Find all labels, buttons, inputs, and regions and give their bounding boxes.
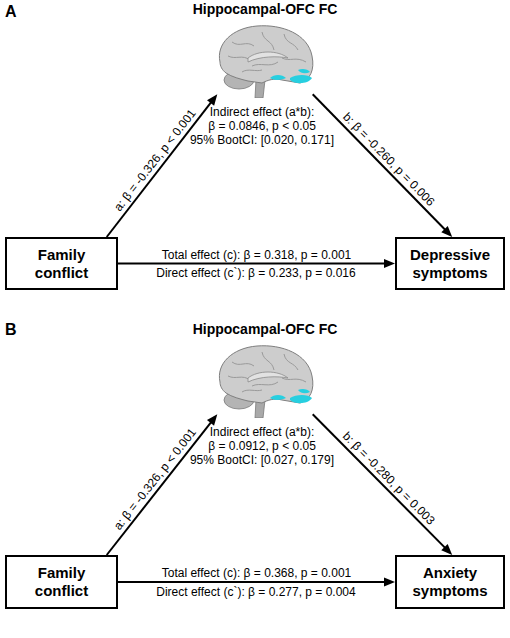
brain-region-node: Hippocampal-OFC FC [212,342,318,418]
brain-region-node: Hippocampal-OFC FC [212,22,318,98]
region-title: Hippocampal-OFC FC [152,1,378,17]
path-coefficient: a: β = -0.326, p < 0.001 [111,106,199,213]
statistic-text: 95% BootCI: [0.020, 0.171] [190,133,334,147]
path-coefficient: b: β = -0.280, p = 0.003 [340,429,438,528]
statistic-text: Direct effect (c`): β = 0.233, p = 0.016 [156,266,355,280]
arrow-line [118,263,386,265]
arrow-head [441,226,452,237]
region-title: Hippocampal-OFC FC [152,321,378,337]
arrow-line [107,101,212,237]
arrow-head [441,544,452,555]
path-coefficient: Total effect (c): β = 0.318, p = 0.001 [162,248,351,262]
path-coefficient: Total effect (c): β = 0.368, p = 0.001 [162,566,351,580]
arrow-line [313,414,446,548]
path-arrow [313,94,453,237]
panel-letter: A [5,3,17,21]
variable-name: Anxiety symptoms [409,564,491,600]
variable-name: Family conflict [19,564,104,600]
variable-box: Family conflict [5,237,118,290]
variable-box: Depressive symptoms [395,237,505,290]
variable-name: Depressive symptoms [409,246,491,282]
brain-illustration [212,342,318,418]
brain-illustration [212,22,318,98]
path-arrow [107,414,218,555]
variable-box: Anxiety symptoms [395,555,505,609]
path-coefficient: a: β = -0.326, p < 0.001 [111,426,199,533]
arrow-head [384,578,395,587]
arrow-line [118,581,386,583]
statistic-text: Indirect effect (a*b): [210,105,315,119]
arrow-head [384,259,395,268]
statistic-text: Indirect effect (a*b): [210,425,315,439]
arrow-line [107,421,212,555]
arrow-line [313,94,446,230]
statistic-text: β = 0.0846, p < 0.05 [208,119,316,133]
statistic-text: Direct effect (c`): β = 0.277, p = 0.004 [156,585,355,599]
variable-box: Family conflict [5,555,118,609]
path-arrow [107,94,218,237]
arrow-head [207,414,217,425]
variable-name: Family conflict [19,246,104,282]
statistic-text: 95% BootCI: [0.027, 0.179] [190,453,334,467]
arrow-head [207,94,217,105]
panel-letter: B [5,321,17,339]
statistic-text: β = 0.0912, p < 0.05 [208,439,316,453]
path-arrow [313,414,453,555]
path-coefficient: b: β = -0.260, p = 0.006 [340,110,437,209]
